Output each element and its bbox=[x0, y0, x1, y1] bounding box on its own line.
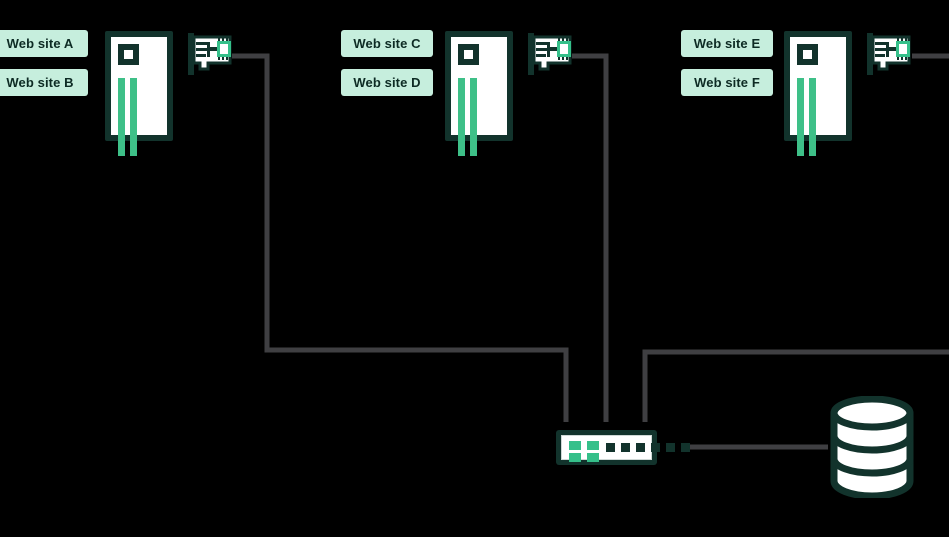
label-web-site-d: Web site D bbox=[341, 69, 433, 96]
network-switch[interactable] bbox=[556, 430, 690, 465]
power-button-icon bbox=[797, 44, 818, 65]
power-button-icon bbox=[118, 44, 139, 65]
switch-led bbox=[569, 453, 581, 462]
server-tower-right[interactable] bbox=[784, 31, 852, 156]
network-card-left[interactable] bbox=[185, 33, 233, 75]
network-card-right[interactable] bbox=[864, 33, 912, 75]
switch-port bbox=[606, 443, 615, 452]
switch-led bbox=[587, 453, 599, 462]
power-button-icon bbox=[458, 44, 479, 65]
label-web-site-a: Web site A bbox=[0, 30, 88, 57]
network-card-middle[interactable] bbox=[525, 33, 573, 75]
label-web-site-b: Web site B bbox=[0, 69, 88, 96]
switch-led bbox=[587, 441, 599, 450]
label-web-site-f: Web site F bbox=[681, 69, 773, 96]
wire-right-group-in bbox=[642, 349, 949, 422]
label-web-site-e: Web site E bbox=[681, 30, 773, 57]
wire-middle-group bbox=[572, 53, 609, 422]
server-light-bar bbox=[797, 78, 804, 156]
switch-port bbox=[681, 443, 690, 452]
server-light-bar bbox=[118, 78, 125, 156]
switch-port bbox=[651, 443, 660, 452]
server-light-bar bbox=[458, 78, 465, 156]
server-light-bar bbox=[130, 78, 137, 156]
server-tower-left[interactable] bbox=[105, 31, 173, 156]
switch-port bbox=[666, 443, 675, 452]
label-web-site-c: Web site C bbox=[341, 30, 433, 57]
switch-port bbox=[621, 443, 630, 452]
switch-led bbox=[569, 441, 581, 450]
database-cylinder[interactable] bbox=[829, 395, 915, 503]
server-tower-middle[interactable] bbox=[445, 31, 513, 156]
server-light-bar bbox=[470, 78, 477, 156]
switch-port bbox=[636, 443, 645, 452]
wire-left-group bbox=[232, 53, 569, 422]
server-light-bar bbox=[809, 78, 816, 156]
